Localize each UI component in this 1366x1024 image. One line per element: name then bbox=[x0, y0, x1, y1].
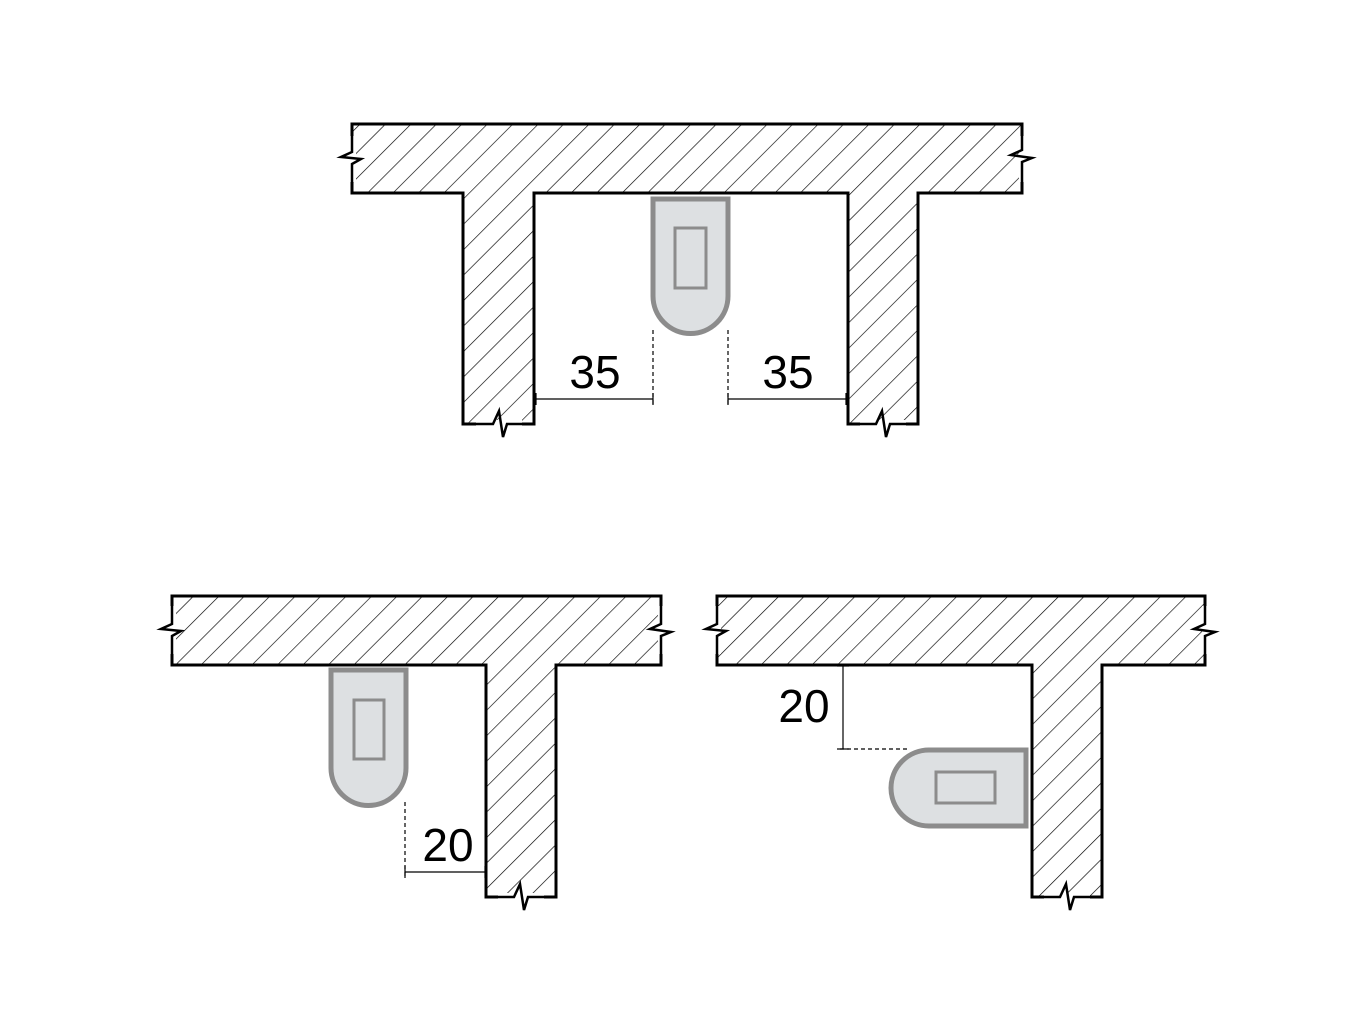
toilet-bowl-icon bbox=[888, 747, 1029, 829]
break-line-icon bbox=[486, 879, 556, 911]
bottom-right-wall-section bbox=[715, 594, 1207, 899]
dimension-right: 35 bbox=[727, 330, 847, 405]
toilet-bowl-icon bbox=[328, 667, 409, 808]
toilet-cistern-icon bbox=[673, 226, 708, 290]
break-line-icon bbox=[1189, 596, 1220, 665]
bottom-left-wall-section bbox=[170, 594, 663, 899]
break-line-icon bbox=[1032, 879, 1102, 911]
break-line-icon bbox=[645, 596, 676, 665]
toilet-bowl-icon bbox=[650, 196, 731, 336]
break-line-icon bbox=[336, 124, 366, 193]
break-line-icon bbox=[1006, 124, 1037, 193]
dimension-label: 35 bbox=[762, 346, 813, 398]
dimension-label: 20 bbox=[422, 819, 473, 871]
dimension-bottom-right: 20 bbox=[778, 665, 910, 750]
dimension-label: 35 bbox=[569, 346, 620, 398]
bottom-right-layout: 20 bbox=[701, 594, 1220, 911]
dimension-label: 20 bbox=[778, 680, 829, 732]
toilet-cistern-icon bbox=[934, 770, 997, 805]
toilet-cistern-icon bbox=[352, 698, 386, 761]
dimension-bottom-left: 20 bbox=[404, 802, 486, 878]
dimension-left: 35 bbox=[535, 330, 654, 405]
break-line-icon bbox=[701, 596, 731, 665]
break-line-icon bbox=[156, 596, 186, 665]
break-line-icon bbox=[848, 406, 918, 438]
top-layout: 35 35 bbox=[336, 122, 1037, 438]
break-line-icon bbox=[463, 406, 534, 438]
bottom-left-layout: 20 bbox=[156, 594, 676, 911]
